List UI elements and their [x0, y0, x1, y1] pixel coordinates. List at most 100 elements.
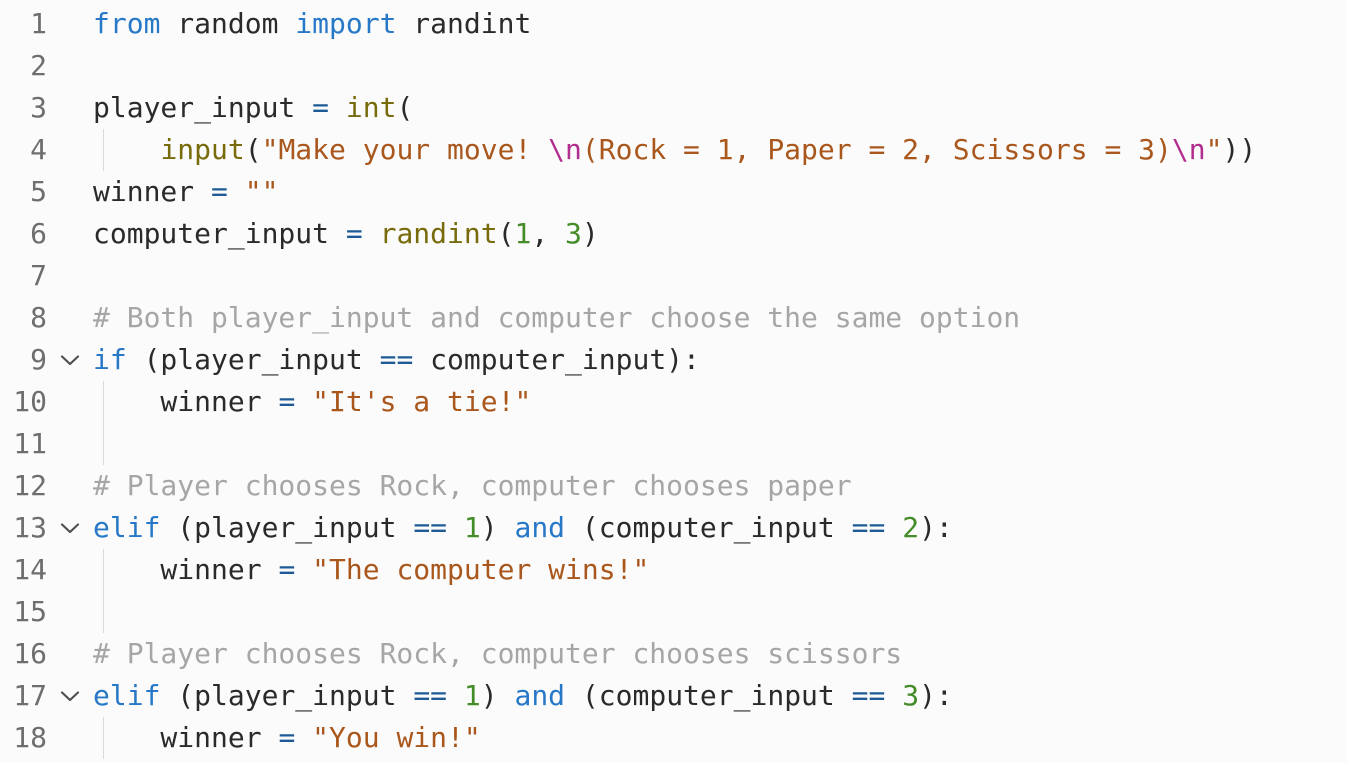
- token-text: [295, 385, 312, 418]
- code-line: 14 winner = "The computer wins!": [0, 549, 1347, 591]
- token-number: 3: [902, 679, 920, 712]
- token-escape: \n: [548, 133, 582, 166]
- code-content: input("Make your move! \n(Rock = 1, Pape…: [93, 129, 1347, 171]
- chevron-down-icon[interactable]: [59, 521, 81, 535]
- fold-column: [47, 3, 93, 45]
- token-keyword: if: [93, 343, 127, 376]
- chevron-down-icon[interactable]: [59, 689, 81, 703]
- code-line: 16 # Player chooses Rock, computer choose…: [0, 633, 1347, 675]
- token-text: (: [244, 133, 262, 166]
- line-number: 14: [13, 553, 47, 586]
- code-content: winner = "The computer wins!": [93, 549, 1347, 591]
- code-content: from random import randint: [93, 3, 1347, 45]
- code-line: 11: [0, 423, 1347, 465]
- fold-column: [47, 507, 93, 549]
- code-line: 18 winner = "You win!": [0, 717, 1347, 759]
- token-text: [885, 511, 902, 544]
- token-text: (computer_input: [565, 511, 852, 544]
- token-text: [363, 217, 380, 250]
- line-number: 8: [30, 301, 47, 334]
- token-keyword: and: [514, 511, 566, 544]
- fold-column: [47, 297, 93, 339]
- token-text: [329, 91, 346, 124]
- token-operator: ==: [413, 679, 448, 712]
- token-keyword: from: [93, 7, 161, 40]
- token-text: ):: [919, 511, 953, 544]
- token-number: 2: [902, 511, 920, 544]
- line-number: 17: [13, 679, 47, 712]
- token-operator: =: [278, 721, 296, 754]
- code-content: player_input = int(: [93, 87, 1347, 129]
- token-string: "Make your move!: [261, 133, 549, 166]
- token-text: winner: [93, 553, 279, 586]
- code-content: winner = "": [93, 171, 1347, 213]
- code-line: 5 winner = "": [0, 171, 1347, 213]
- token-comment: # Player chooses Rock, computer chooses …: [93, 637, 903, 670]
- token-text: ):: [919, 679, 953, 712]
- token-text: [228, 175, 245, 208]
- code-line: 8 # Both player_input and computer choose…: [0, 297, 1347, 339]
- token-text: computer_input):: [413, 343, 700, 376]
- indent-guide: [103, 549, 104, 591]
- token-operator: =: [278, 553, 296, 586]
- fold-column: [47, 633, 93, 675]
- fold-column: [47, 45, 93, 87]
- token-operator: =: [312, 91, 330, 124]
- line-number: 11: [13, 427, 47, 460]
- token-string: "You win!": [312, 721, 481, 754]
- line-number: 3: [30, 91, 47, 124]
- token-text: player_input: [93, 91, 313, 124]
- token-keyword: and: [514, 679, 566, 712]
- fold-column: [47, 591, 93, 633]
- token-text: randint: [396, 7, 532, 40]
- fold-column: [47, 255, 93, 297]
- token-text: [885, 679, 902, 712]
- line-number: 7: [30, 259, 47, 292]
- code-content: if (player_input == computer_input):: [93, 339, 1347, 381]
- line-number: 13: [13, 511, 47, 544]
- line-number: 2: [30, 49, 47, 82]
- token-text: [447, 511, 464, 544]
- line-number: 5: [30, 175, 47, 208]
- code-content: # Player chooses Rock, computer chooses …: [93, 465, 1347, 507]
- line-number: 16: [13, 637, 47, 670]
- token-text: winner: [93, 721, 279, 754]
- chevron-down-icon[interactable]: [59, 353, 81, 367]
- code-line: 1 from random import randint: [0, 3, 1347, 45]
- line-number: 18: [13, 721, 47, 754]
- code-content: # Both player_input and computer choose …: [93, 297, 1347, 339]
- code-content: [93, 45, 1347, 87]
- token-operator: =: [211, 175, 228, 208]
- fold-column: [47, 465, 93, 507]
- line-number: 6: [30, 217, 47, 250]
- fold-column: [47, 675, 93, 717]
- token-text: [295, 553, 312, 586]
- fold-column: [47, 171, 93, 213]
- code-line: 12# Player chooses Rock, computer choose…: [0, 465, 1347, 507]
- indent-guide: [103, 717, 104, 759]
- token-string: "It's a tie!": [312, 385, 532, 418]
- code-line: 10 winner = "It's a tie!": [0, 381, 1347, 423]
- token-operator: =: [345, 217, 363, 250]
- token-string: (Rock = 1, Paper = 2, Scissors = 3): [581, 133, 1172, 166]
- indent-guide: [103, 423, 104, 465]
- token-text: )): [1222, 133, 1257, 166]
- token-string: "": [244, 175, 279, 208]
- token-comment: # Both player_input and computer choose …: [93, 301, 1021, 334]
- token-text: ): [480, 679, 515, 712]
- editor-lines: 1 from random import randint 2 3 player_inpu…: [0, 3, 1347, 759]
- token-text: ,: [531, 217, 566, 250]
- token-string: "The computer wins!": [312, 553, 650, 586]
- code-content: [93, 255, 1347, 297]
- token-builtin: input: [160, 133, 245, 166]
- code-line: 3 player_input = int(: [0, 87, 1347, 129]
- code-content: winner = "It's a tie!": [93, 381, 1347, 423]
- line-number: 1: [30, 7, 47, 40]
- token-builtin: randint: [379, 217, 498, 250]
- token-text: computer_input: [93, 217, 346, 250]
- token-text: [447, 679, 464, 712]
- token-number: 1: [514, 217, 532, 250]
